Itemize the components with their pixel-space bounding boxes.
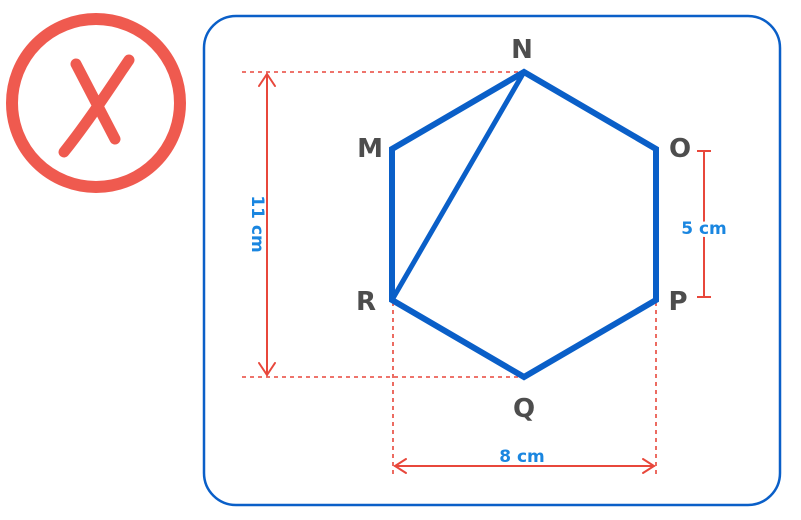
vertex-label-m: M [357,134,383,164]
vertex-label-o: O [669,134,691,164]
vertex-label-p: P [668,287,687,317]
side-dimension-line [697,150,711,298]
diagonal-nr [389,69,527,303]
height-dimension-line [258,72,276,377]
wrong-x-icon [6,13,186,193]
vertex-label-r: R [356,287,376,317]
width-measure-label: 8 cm [499,447,545,467]
vertex-label-n: N [511,35,533,65]
side-measure-label: 5 cm [681,219,727,239]
diagram-frame [202,14,782,507]
guide-lines [242,71,657,478]
hexagon-shape [389,68,659,381]
width-dimension-line [393,458,656,474]
height-measure-label: 11 cm [247,195,267,252]
vertex-label-q: Q [513,394,535,424]
